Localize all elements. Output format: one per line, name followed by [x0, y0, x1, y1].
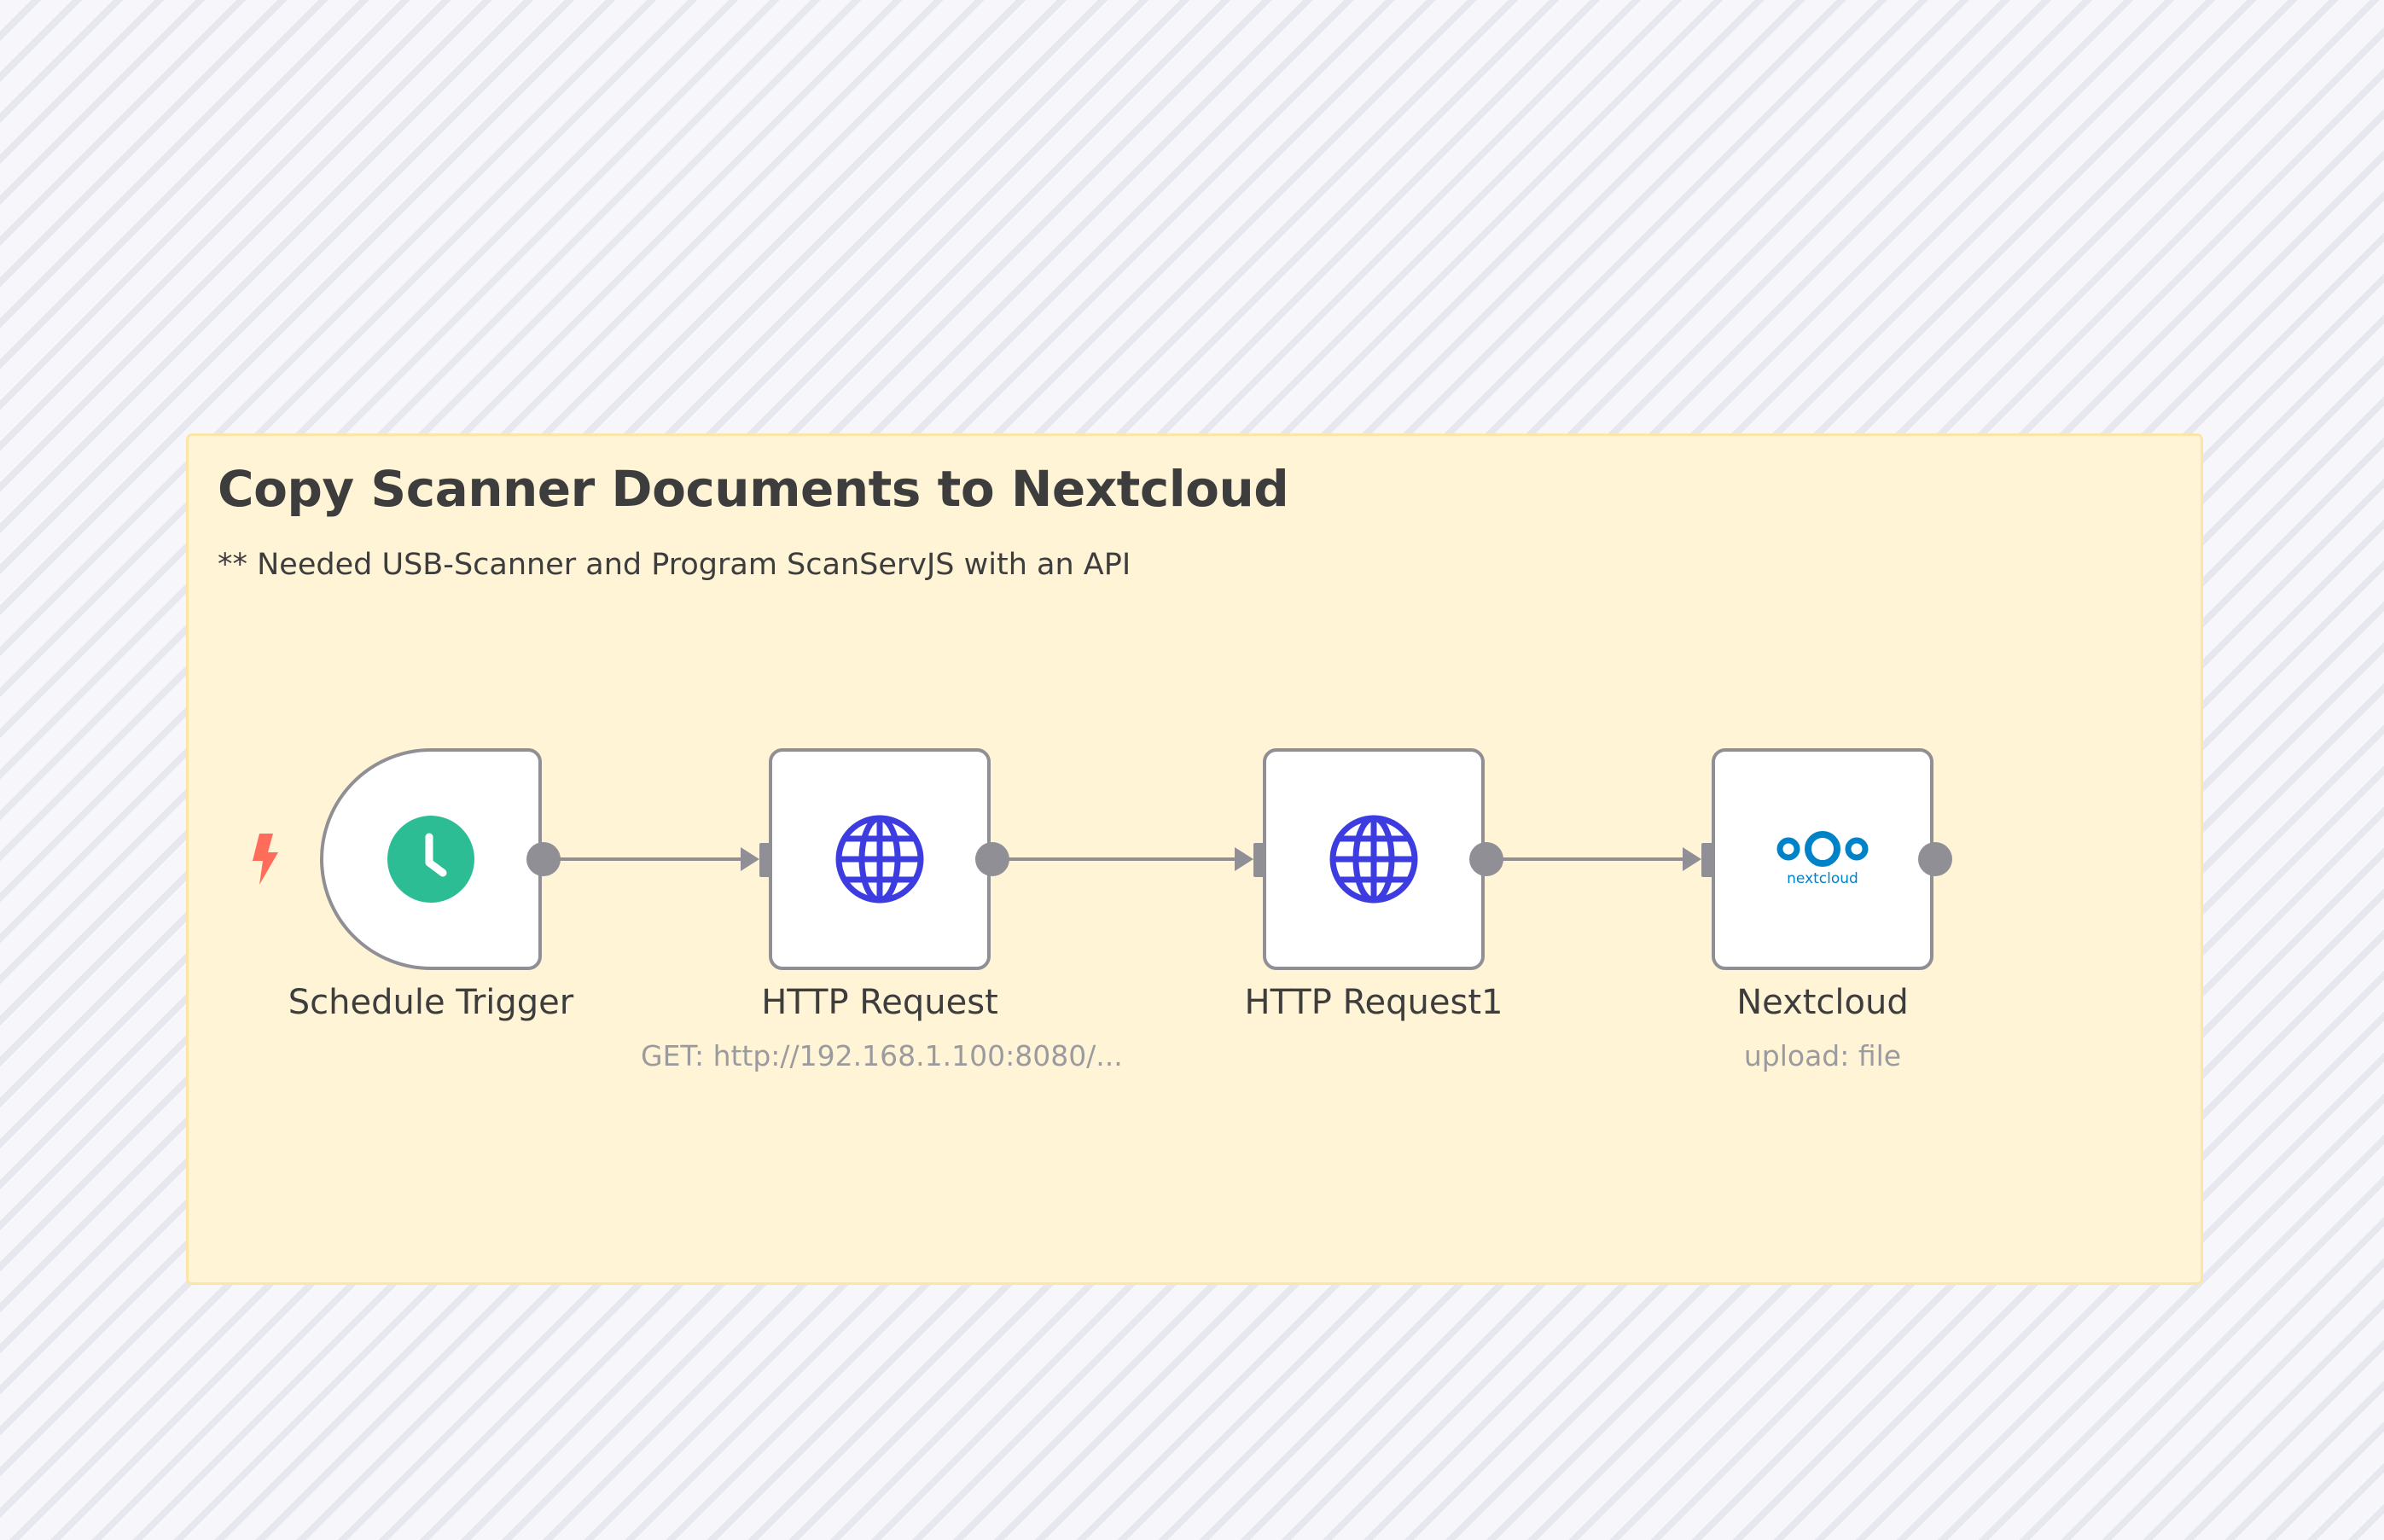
node-label-nextcloud: Nextcloud	[1736, 983, 1909, 1022]
http-request1-output-handle[interactable]	[1469, 842, 1503, 876]
nextcloud-logo-icon: nextcloud	[1776, 831, 1869, 887]
node-label-http-request: HTTP Request	[761, 983, 998, 1022]
sticky-note-title: Copy Scanner Documents to Nextcloud	[218, 460, 1289, 518]
nextcloud-output-handle[interactable]	[1918, 842, 1952, 876]
nextcloud-logo-text: nextcloud	[1787, 870, 1858, 887]
node-schedule-trigger[interactable]	[320, 748, 542, 970]
node-label-schedule-trigger: Schedule Trigger	[288, 983, 574, 1022]
connection-http-to-http1[interactable]	[1009, 847, 1253, 871]
connection-http1-to-nextcloud[interactable]	[1503, 847, 1701, 871]
globe-icon	[1329, 815, 1418, 904]
schedule-trigger-output-handle[interactable]	[526, 842, 561, 876]
trigger-bolt-icon	[253, 834, 278, 885]
node-http-request[interactable]	[769, 748, 991, 970]
connection-schedule-to-http[interactable]	[560, 847, 759, 871]
node-subtitle-nextcloud: upload: file	[1743, 1039, 1902, 1072]
sticky-note-text: ** Needed USB-Scanner and Program ScanSe…	[218, 548, 1131, 582]
node-subtitle-http-request: GET: http://192.168.1.100:8080/...	[641, 1039, 1123, 1072]
http-request-output-handle[interactable]	[975, 842, 1009, 876]
node-nextcloud[interactable]: nextcloud	[1712, 748, 1933, 970]
globe-icon	[835, 815, 924, 904]
node-http-request1[interactable]	[1263, 748, 1485, 970]
clock-icon	[387, 816, 474, 903]
node-label-http-request1: HTTP Request1	[1244, 983, 1503, 1022]
